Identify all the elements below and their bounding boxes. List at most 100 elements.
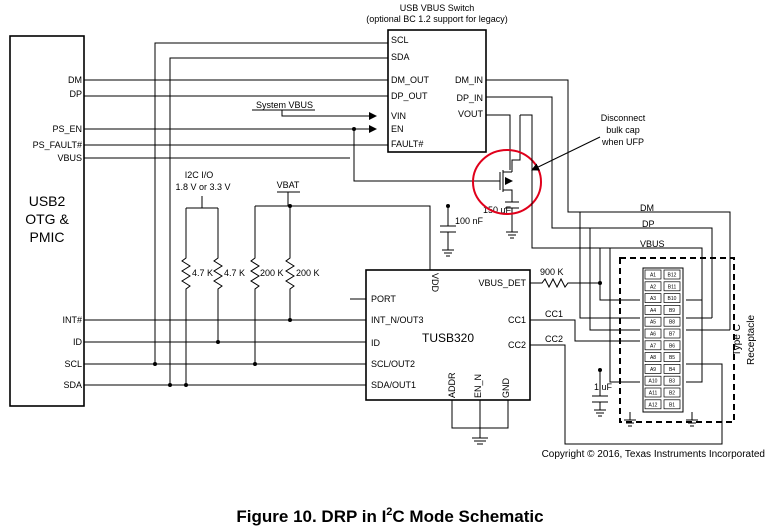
pmic-pin-ps-fault: PS_FAULT# bbox=[33, 140, 82, 150]
receptacle-pin-b-B8: B8 bbox=[669, 320, 675, 326]
tusb-pin-vbus-det: VBUS_DET bbox=[478, 278, 526, 288]
disconnect-note-line1: Disconnect bbox=[601, 113, 646, 123]
net-cc1-label: CC1 bbox=[545, 309, 563, 319]
receptacle-pin-b-B4-box bbox=[663, 364, 681, 374]
tusb-pin-vdd: VDD bbox=[430, 273, 440, 293]
receptacle-pin-b-B9-box bbox=[663, 305, 681, 315]
pmic-pin-ps-en: PS_EN bbox=[52, 124, 82, 134]
receptacle-pin-a-A8: A8 bbox=[650, 355, 656, 361]
receptacle-pin-a-A3: A3 bbox=[650, 296, 656, 302]
disconnect-note-line3: when UFP bbox=[601, 137, 644, 147]
pmic-label-line3: PMIC bbox=[30, 229, 65, 245]
cap-150uf-label: 150 uF bbox=[483, 205, 512, 215]
switch-pin-dm-in: DM_IN bbox=[455, 75, 483, 85]
wires-pmic-switch bbox=[84, 42, 500, 385]
receptacle-pin-b-B2: B2 bbox=[669, 391, 675, 397]
receptacle-pin-b-B2-box bbox=[663, 387, 681, 398]
i2c-io-label: I2C I/O bbox=[185, 170, 214, 180]
r-200k-a-label: 200 K bbox=[260, 268, 284, 278]
receptacle-pin-a-A7-box bbox=[644, 340, 662, 351]
switch-pin-dp-in: DP_IN bbox=[456, 93, 483, 103]
tusb-pin-scl: SCL/OUT2 bbox=[371, 359, 415, 369]
pmic-block bbox=[9, 35, 85, 407]
switch-pin-scl: SCL bbox=[391, 35, 409, 45]
receptacle-pin-a-A5-box bbox=[644, 316, 662, 327]
type-c-label-line2: Receptacle bbox=[746, 315, 757, 365]
pmic-label-line2: OTG & bbox=[25, 211, 69, 227]
tusb-pin-sda: SDA/OUT1 bbox=[371, 380, 416, 390]
pmic-pin-scl: SCL bbox=[64, 359, 82, 369]
receptacle-pin-a-A9-box bbox=[644, 364, 662, 374]
net-vbus-label: VBUS bbox=[640, 239, 665, 249]
receptacle-pin-b-B12: B12 bbox=[668, 273, 677, 279]
receptacle-pin-b-B6: B6 bbox=[669, 343, 675, 349]
receptacle-pin-a-A2: A2 bbox=[650, 284, 656, 290]
receptacle-pin-a-A10: A10 bbox=[649, 379, 658, 385]
pmic-pin-sda: SDA bbox=[63, 380, 82, 390]
receptacle-pin-a-A4-box bbox=[644, 305, 662, 315]
tusb-pin-cc2: CC2 bbox=[508, 340, 526, 350]
receptacle-pin-b-B8-box bbox=[663, 316, 681, 327]
receptacle-pin-a-A5: A5 bbox=[650, 320, 656, 326]
pmic-pin-dm: DM bbox=[68, 75, 82, 85]
receptacle-pin-a-A10-box bbox=[644, 375, 662, 386]
tusb-pin-int: INT_N/OUT3 bbox=[371, 315, 424, 325]
switch-pin-dp-out: DP_OUT bbox=[391, 91, 428, 101]
r-200k-b-label: 200 K bbox=[296, 268, 320, 278]
r-4k7-b-label: 4.7 K bbox=[224, 268, 245, 278]
receptacle-pin-b-B3: B3 bbox=[669, 379, 675, 385]
highlight-circle bbox=[472, 149, 542, 215]
receptacle-pin-b-B12-box bbox=[663, 269, 681, 280]
tusb-pin-port: PORT bbox=[371, 294, 396, 304]
switch-title: USB VBUS Switch bbox=[400, 3, 475, 13]
receptacle-pin-a-A1-box bbox=[644, 269, 662, 280]
switch-subtitle: (optional BC 1.2 support for legacy) bbox=[366, 14, 508, 24]
receptacle-pin-b-B7-box bbox=[663, 328, 681, 339]
receptacle-pin-b-B10-box bbox=[663, 293, 681, 303]
receptacle-pin-a-A6-box bbox=[644, 328, 662, 339]
i2c-io-voltage-label: 1.8 V or 3.3 V bbox=[175, 182, 230, 192]
pmic-pin-vbus: VBUS bbox=[57, 153, 82, 163]
receptacle-pin-a-A2-box bbox=[644, 281, 662, 292]
type-c-receptacle-outline bbox=[619, 257, 735, 423]
receptacle-pin-a-A1: A1 bbox=[650, 273, 656, 279]
receptacle-pin-a-A8-box bbox=[644, 352, 662, 362]
switch-pin-labels: SCL SDA DM_OUT DP_OUT VIN EN FAULT# DM_I… bbox=[391, 35, 483, 149]
switch-pin-sda: SDA bbox=[391, 52, 410, 62]
tusb320-label: TUSB320 bbox=[422, 331, 474, 345]
figure-caption: Figure 10. DRP in I2C Mode Schematic bbox=[236, 506, 543, 526]
usb-vbus-switch-block bbox=[387, 29, 487, 153]
system-vbus-label: System VBUS bbox=[256, 100, 313, 110]
receptacle-pin-b-B3-box bbox=[663, 375, 681, 386]
receptacle-pin-a-A12: A12 bbox=[649, 402, 658, 408]
net-dp-label: DP bbox=[642, 219, 655, 229]
pmic-pin-int: INT# bbox=[62, 315, 82, 325]
copyright-text: Copyright © 2016, Texas Instruments Inco… bbox=[542, 449, 765, 460]
disconnect-note-line2: bulk cap bbox=[606, 125, 640, 135]
receptacle-pin-b-B1: B1 bbox=[669, 402, 675, 408]
type-c-label-line1: Type C bbox=[732, 324, 743, 356]
receptacle-pin-b-B4: B4 bbox=[669, 367, 675, 373]
receptacle-pin-b-B5-box bbox=[663, 352, 681, 362]
switch-pin-vout: VOUT bbox=[458, 109, 484, 119]
r-900k-label: 900 K bbox=[540, 267, 564, 277]
net-cc2-label: CC2 bbox=[545, 334, 563, 344]
receptacle-pin-b-B1-box bbox=[663, 399, 681, 410]
receptacle-pin-b-B10: B10 bbox=[668, 296, 677, 302]
receptacle-pin-a-A9: A9 bbox=[650, 367, 656, 373]
tusb-pin-en-n: EN_N bbox=[473, 374, 483, 398]
wires-pmic-tusb bbox=[84, 319, 366, 386]
tusb-pin-labels: PORT INT_N/OUT3 ID SCL/OUT2 SDA/OUT1 VBU… bbox=[371, 273, 527, 398]
tusb-pin-gnd: GND bbox=[501, 378, 511, 399]
cap-1uf-label: 1 uF bbox=[594, 382, 613, 392]
tusb320-block bbox=[365, 269, 531, 401]
receptacle-pin-b-B6-box bbox=[663, 340, 681, 351]
switch-pin-fault: FAULT# bbox=[391, 139, 423, 149]
vbat-label: VBAT bbox=[277, 180, 300, 190]
receptacle-pin-b-B11-box bbox=[663, 281, 681, 292]
r-4k7-a-label: 4.7 K bbox=[192, 268, 213, 278]
net-dm-label: DM bbox=[640, 203, 654, 213]
pmic-label-line1: USB2 bbox=[29, 193, 66, 209]
